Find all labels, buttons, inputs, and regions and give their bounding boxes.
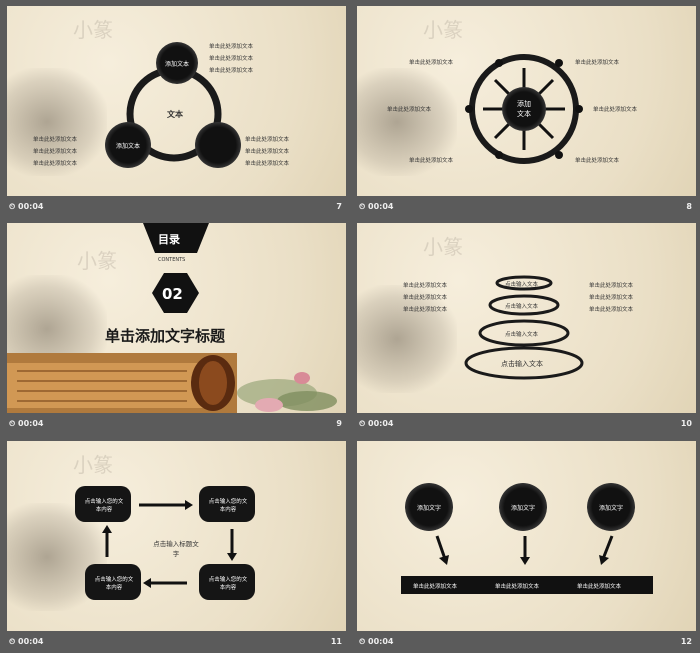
slide-footer: ⏲ 00:04 10 <box>357 413 696 435</box>
ink-bubble: 添加文字 <box>587 483 635 531</box>
text-line: 单击此处添加文本 <box>245 137 290 143</box>
ink-bubble-top: 添加文本 <box>156 42 198 84</box>
section-number: 02 <box>162 285 183 303</box>
center-text: 文本 <box>167 110 183 119</box>
section-graphics <box>7 223 337 413</box>
cycle-box-label: 点击输入您的文本内容 <box>208 499 248 513</box>
ink-bubble-right <box>195 122 241 168</box>
slide-number: 12 <box>680 637 692 646</box>
text-line: 单击此处添加文本 <box>387 107 432 113</box>
layer-label: 点击输入文本 <box>505 282 539 288</box>
section-title: 单击添加文字标题 <box>105 327 226 345</box>
ink-ellipses <box>464 275 584 380</box>
text-line: 单击此处添加文本 <box>33 149 78 155</box>
slide-number: 9 <box>336 419 342 428</box>
text-line: 单击此处添加文本 <box>589 307 634 313</box>
bubble-arrows <box>401 535 653 594</box>
text-line: 单击此处添加文本 <box>409 60 454 66</box>
text-line: 单击此处添加文本 <box>33 137 78 143</box>
toc-heading: 目录 <box>158 233 180 246</box>
cycle-arrows <box>75 486 255 600</box>
slide-canvas: 小篆 点击输入文本 点击输入文本 点击输入文本 点击输入文本 单击此处添加文本 … <box>357 223 696 413</box>
slide-thumbnail-12[interactable]: 添加文字 添加文字 添加文字 单击此处添加文本 单击此处添加文本 单击此处添加文… <box>357 441 696 653</box>
watermark-calligraphy: 小篆 <box>73 453 113 477</box>
text-line: 单击此处添加文本 <box>403 295 448 301</box>
text-line: 单击此处添加文本 <box>33 161 78 167</box>
slide-footer: ⏲ 00:04 12 <box>357 631 696 653</box>
time-label: ⏲ 00:04 <box>9 637 44 646</box>
text-line: 单击此处添加文本 <box>589 283 634 289</box>
faded-text-background <box>357 285 457 393</box>
text-line: 单击此处添加文本 <box>413 584 458 590</box>
text-line: 单击此处添加文本 <box>577 584 622 590</box>
text-line: 单击此处添加文本 <box>409 158 454 164</box>
slide-thumbnail-7[interactable]: 小篆 添加文本 添加文本 文本 单击此处添加文本 单击此处添加文本 单击此处添加… <box>7 6 346 218</box>
text-line: 单击此处添加文本 <box>245 161 290 167</box>
cycle-box-label: 点击输入您的文本内容 <box>208 577 248 591</box>
slide-canvas: 小篆 点击输入您的文本内容 点击输入您的文本内容 <box>7 441 346 631</box>
slide-canvas: 小篆 目录 CONTENTS 02 单击添加文字标题 <box>7 223 346 413</box>
time-label: ⏲ 00:04 <box>359 202 394 211</box>
cycle-box-label: 点击输入您的文本内容 <box>84 499 124 513</box>
slide-number: 11 <box>330 637 342 646</box>
ink-center: 添加 文本 <box>502 87 546 131</box>
slide-footer: ⏲ 00:04 9 <box>7 413 346 435</box>
slide-footer: ⏲ 00:04 11 <box>7 631 346 653</box>
slide-number: 7 <box>336 202 342 211</box>
faded-text-background <box>357 68 457 176</box>
text-line: 单击此处添加文本 <box>245 149 290 155</box>
slide-canvas: 小篆 添加 文本 单击此处添加文本 单击此 <box>357 6 696 196</box>
ink-bubble: 添加文字 <box>405 483 453 531</box>
time-label: ⏲ 00:04 <box>359 637 394 646</box>
cycle-center-label: 点击输入标题文字 <box>153 540 199 558</box>
slide-footer: ⏲ 00:04 7 <box>7 196 346 218</box>
text-line: 单击此处添加文本 <box>575 60 620 66</box>
layer-label: 点击输入文本 <box>505 304 539 310</box>
text-line: 单击此处添加文本 <box>403 283 448 289</box>
cycle-box-label: 点击输入您的文本内容 <box>94 577 134 591</box>
ink-ring <box>126 66 222 162</box>
watermark-calligraphy: 小篆 <box>77 249 117 273</box>
watermark-calligraphy: 小篆 <box>423 235 463 259</box>
watermark-calligraphy: 小篆 <box>73 18 113 42</box>
toc-subheading: CONTENTS <box>158 257 186 263</box>
time-label: ⏲ 00:04 <box>9 202 44 211</box>
slide-thumbnail-9[interactable]: 小篆 目录 CONTENTS 02 单击添加文字标题 ⏲ 00:04 9 <box>7 223 346 435</box>
ink-bubble: 添加文字 <box>499 483 547 531</box>
slide-number: 10 <box>680 419 692 428</box>
ink-bubble-left: 添加文本 <box>105 122 151 168</box>
faded-text-background <box>7 68 107 176</box>
text-line: 单击此处添加文本 <box>403 307 448 313</box>
slide-canvas: 小篆 添加文本 添加文本 文本 单击此处添加文本 单击此处添加文本 单击此处添加… <box>7 6 346 196</box>
text-line: 单击此处添加文本 <box>209 44 254 50</box>
time-label: ⏲ 00:04 <box>359 419 394 428</box>
slide-thumbnail-10[interactable]: 小篆 点击输入文本 点击输入文本 点击输入文本 点击输入文本 单击此处添加文本 … <box>357 223 696 435</box>
text-line: 单击此处添加文本 <box>495 584 540 590</box>
text-line: 单击此处添加文本 <box>209 56 254 62</box>
text-line: 单击此处添加文本 <box>575 158 620 164</box>
slide-thumbnail-11[interactable]: 小篆 点击输入您的文本内容 点击输入您的文本内容 <box>7 441 346 653</box>
time-label: ⏲ 00:04 <box>9 419 44 428</box>
slide-thumbnail-8[interactable]: 小篆 添加 文本 单击此处添加文本 单击此 <box>357 6 696 218</box>
layer-label: 点击输入文本 <box>505 332 539 338</box>
slide-number: 8 <box>686 202 692 211</box>
watermark-calligraphy: 小篆 <box>423 18 463 42</box>
text-line: 单击此处添加文本 <box>589 295 634 301</box>
text-line: 单击此处添加文本 <box>593 107 638 113</box>
slide-canvas: 添加文字 添加文字 添加文字 单击此处添加文本 单击此处添加文本 单击此处添加文… <box>357 441 696 631</box>
layer-label: 点击输入文本 <box>501 360 543 368</box>
text-line: 单击此处添加文本 <box>209 68 254 74</box>
slide-footer: ⏲ 00:04 8 <box>357 196 696 218</box>
